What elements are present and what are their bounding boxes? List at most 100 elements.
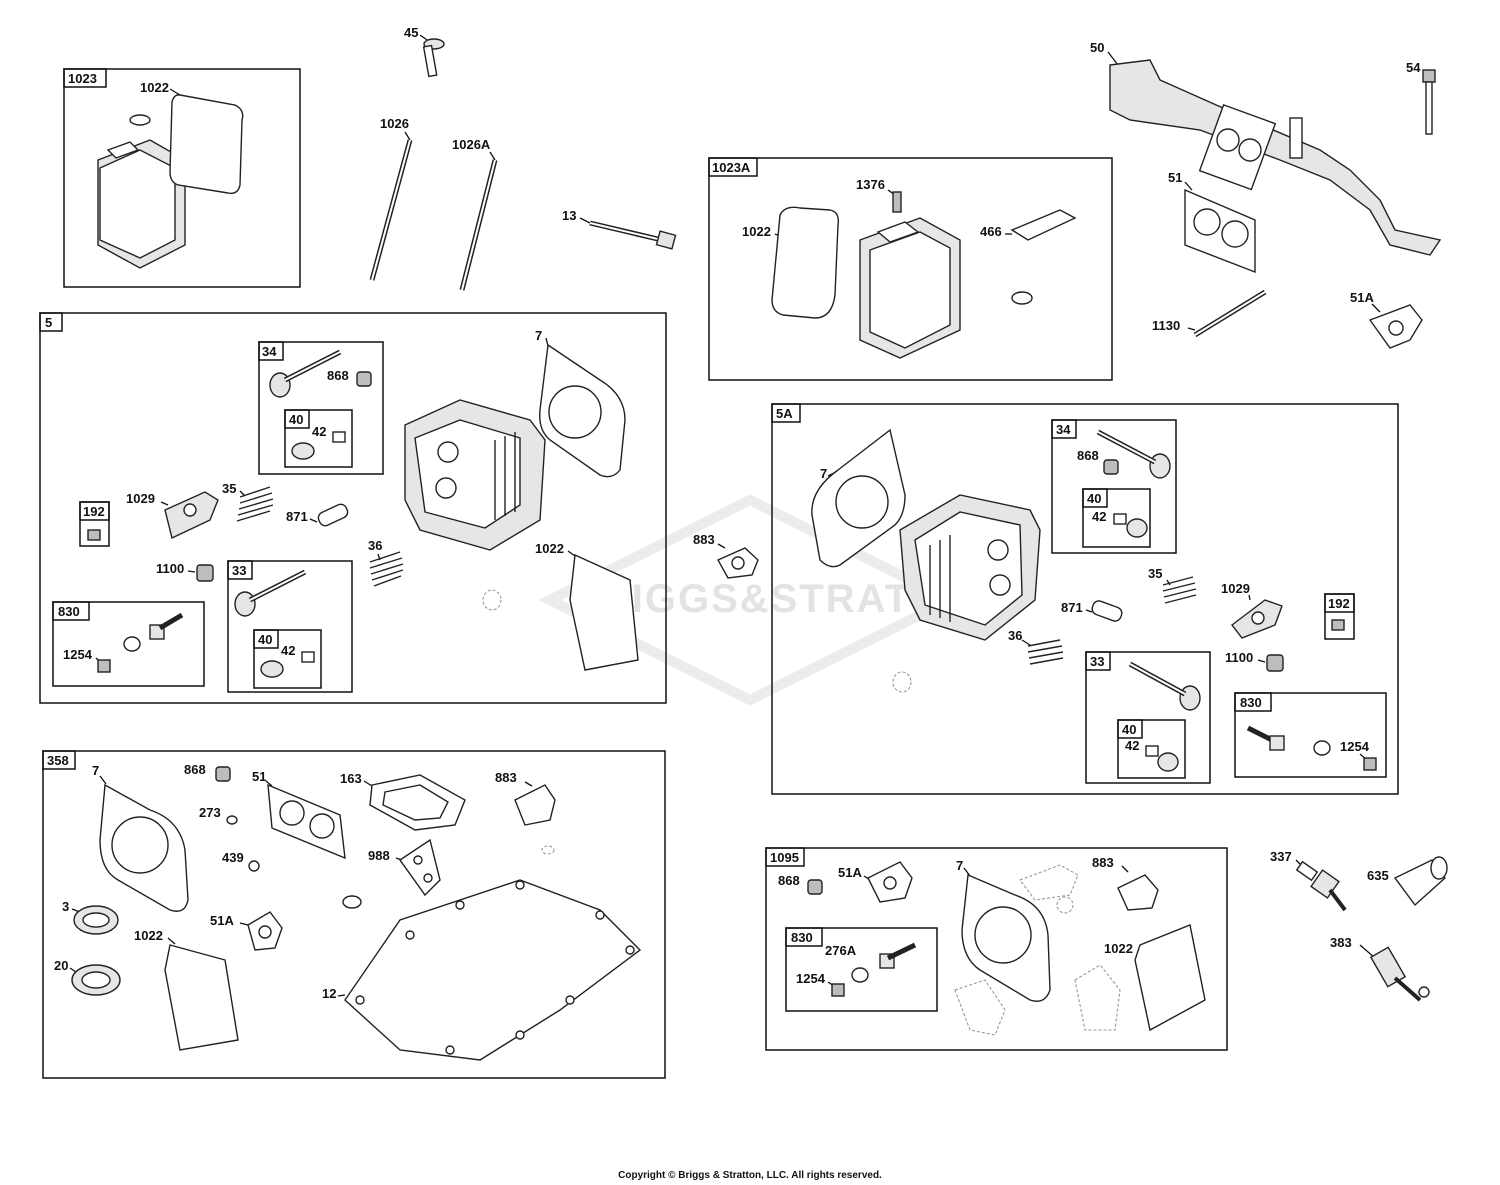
label-1026: 1026 bbox=[380, 116, 409, 131]
box-label-5a: 5A bbox=[776, 406, 793, 421]
label-5-1022: 1022 bbox=[535, 541, 564, 556]
bolt-1376 bbox=[892, 191, 902, 213]
push-rod-1026 bbox=[369, 139, 413, 281]
label-51: 51 bbox=[1168, 170, 1182, 185]
label-54: 54 bbox=[1406, 60, 1421, 75]
spring-35-box5 bbox=[236, 486, 274, 522]
label-358-1022: 1022 bbox=[134, 928, 163, 943]
label-5a-868: 868 bbox=[1077, 448, 1099, 463]
washer-part bbox=[129, 114, 151, 126]
stud-276a-box1095 bbox=[879, 942, 917, 969]
label-1022-a: 1022 bbox=[140, 80, 169, 95]
label-1095-868: 868 bbox=[778, 873, 800, 888]
label-5-7: 7 bbox=[535, 328, 542, 343]
box-358: 358 7 868 51 163 883 273 439 988 bbox=[42, 750, 666, 1079]
valve-34-box5a bbox=[1096, 429, 1171, 479]
box-1095: 1095 868 51A 7 883 830 276A 1254 bbox=[765, 847, 1228, 1051]
gasket-1022-box1095 bbox=[1134, 924, 1206, 1032]
label-5-42b: 42 bbox=[281, 643, 295, 658]
spring-36-box5 bbox=[369, 551, 404, 587]
guide-1100-box5 bbox=[196, 564, 214, 582]
plate-988-box358 bbox=[399, 838, 441, 897]
faint-gasket-1-box1095 bbox=[1019, 864, 1079, 901]
spring-35-box5a bbox=[1162, 576, 1197, 604]
box-label-1023a: 1023A bbox=[712, 160, 751, 175]
seal-868-box5 bbox=[356, 371, 372, 387]
label-50: 50 bbox=[1090, 40, 1104, 55]
label-5-35: 35 bbox=[222, 481, 236, 496]
valve-33-box5 bbox=[234, 569, 307, 617]
box-label-5-40a: 40 bbox=[289, 412, 303, 427]
washer-830-box5a bbox=[1313, 740, 1331, 756]
nut-192-box5a bbox=[1331, 619, 1345, 631]
label-1095-1254: 1254 bbox=[796, 971, 826, 986]
gasket-466 bbox=[1010, 209, 1077, 241]
head-gasket-7-box1095 bbox=[961, 873, 1051, 1002]
label-466: 466 bbox=[980, 224, 1002, 239]
label-5a-1029: 1029 bbox=[1221, 581, 1250, 596]
box-label-5a-830: 830 bbox=[1240, 695, 1262, 710]
faint-washer-box1095 bbox=[1056, 896, 1074, 914]
rocker-arm-1029-box5 bbox=[164, 491, 219, 539]
rocker-arm-1029-box5a bbox=[1231, 599, 1283, 639]
gasket-51-box358 bbox=[267, 783, 346, 860]
bolt-54 bbox=[1422, 69, 1436, 135]
label-5-1100: 1100 bbox=[156, 561, 184, 576]
gasket-part bbox=[169, 94, 244, 195]
pin-871-box5 bbox=[317, 503, 349, 527]
seal-868-box5a bbox=[1103, 459, 1119, 475]
retainer-40-box5 bbox=[291, 442, 315, 460]
gasket-883-box358 bbox=[514, 784, 556, 826]
gasket-1022-b bbox=[771, 206, 840, 319]
seal-868-box358 bbox=[215, 766, 231, 782]
valve-34-box5 bbox=[269, 349, 342, 398]
boot-635 bbox=[1393, 856, 1448, 907]
gasket-1022-box358 bbox=[164, 944, 239, 1051]
part-383 bbox=[1369, 946, 1430, 1002]
head-gasket-7-box5a bbox=[811, 428, 906, 568]
seal-868-box1095 bbox=[807, 879, 823, 895]
box-1023: 1023 1022 bbox=[63, 68, 301, 288]
nut-192-box5 bbox=[87, 529, 101, 541]
label-358-12: 12 bbox=[322, 986, 336, 1001]
label-358-883: 883 bbox=[495, 770, 517, 785]
label-5a-35: 35 bbox=[1148, 566, 1162, 581]
box-label-5-830: 830 bbox=[58, 604, 80, 619]
valve-33-box5a bbox=[1128, 661, 1201, 711]
washer-830-box5 bbox=[123, 636, 141, 652]
copyright-notice: Copyright © Briggs & Stratton, LLC. All … bbox=[618, 1170, 882, 1181]
gasket-883-box1095 bbox=[1117, 874, 1159, 911]
cylinder-head-box5a bbox=[899, 494, 1041, 641]
label-1095-1022: 1022 bbox=[1104, 941, 1133, 956]
label-5-36: 36 bbox=[368, 538, 382, 553]
label-358-163: 163 bbox=[340, 771, 362, 786]
label-1095-7: 7 bbox=[956, 858, 963, 873]
label-5a-1100: 1100 bbox=[1225, 650, 1253, 665]
washer-830-box1095 bbox=[851, 967, 869, 983]
label-635: 635 bbox=[1367, 868, 1389, 883]
box-label-5-33: 33 bbox=[232, 563, 246, 578]
label-5a-42a: 42 bbox=[1092, 509, 1106, 524]
label-358-988: 988 bbox=[368, 848, 390, 863]
gasket-1022-box5 bbox=[569, 553, 639, 671]
stud-830-box5 bbox=[149, 612, 184, 640]
box-label-1095-830: 830 bbox=[791, 930, 813, 945]
spring-36-box5a bbox=[1027, 639, 1064, 665]
label-1026a: 1026A bbox=[452, 137, 491, 152]
label-883-mid: 883 bbox=[693, 532, 715, 547]
bolt-1254-box5 bbox=[97, 659, 111, 673]
washer-1023a bbox=[1011, 291, 1033, 305]
keeper-42-box5a bbox=[1113, 513, 1127, 525]
cylinder-head-box5 bbox=[404, 399, 546, 551]
box-label-5a-40b: 40 bbox=[1122, 722, 1136, 737]
box-label-5-192: 192 bbox=[83, 504, 105, 519]
ignition-parts: 337 635 383 bbox=[1270, 849, 1448, 1002]
gasket-51a-box1095 bbox=[867, 861, 913, 903]
label-51a-top: 51A bbox=[1350, 290, 1374, 305]
label-5a-1254: 1254 bbox=[1340, 739, 1370, 754]
label-1130: 1130 bbox=[1152, 318, 1180, 333]
gasket-51 bbox=[1184, 188, 1256, 274]
label-358-51a: 51A bbox=[210, 913, 234, 928]
faint-gasket-3-box1095 bbox=[1074, 964, 1121, 1031]
bolt-1254-box5a bbox=[1363, 757, 1377, 771]
